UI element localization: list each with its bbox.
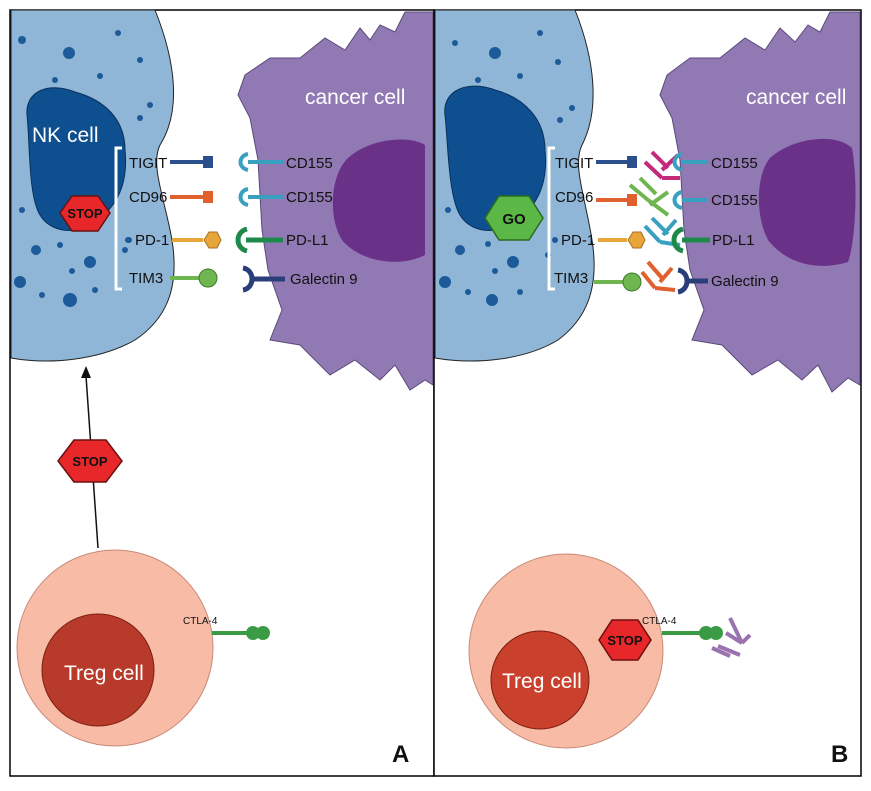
nk-cell-nucleus: [26, 87, 127, 231]
receptor-label-cd96-b: CD96: [555, 189, 593, 206]
ctla4-receptor-b: [662, 626, 723, 640]
ligand-label-cd155-1: CD155: [286, 155, 333, 172]
ctla4-label: CTLA-4: [183, 616, 218, 627]
panel-letter-b: B: [831, 741, 848, 768]
cd96-receptor: [170, 191, 213, 203]
receptor-label-tigit-b: TIGIT: [555, 155, 593, 172]
treg-cell-label: Treg cell: [64, 662, 144, 685]
granule-dot-b: [552, 237, 558, 243]
cancer-cell-label-b: cancer cell: [746, 86, 846, 109]
galectin9-ligand-b: [677, 267, 708, 295]
pd1-receptor: [172, 231, 222, 249]
cd96-receptor-b: [596, 194, 637, 206]
antibody-purple: [711, 617, 752, 658]
ligand-label-galectin9: Galectin 9: [290, 271, 358, 288]
nk-granules: [14, 30, 153, 307]
nk-stop-sign: STOP: [59, 195, 111, 232]
pdl1-ligand-b: [671, 226, 710, 254]
treg-cell-label-b: Treg cell: [502, 670, 582, 693]
granule-dot: [126, 237, 132, 243]
nk-cell-label: NK cell: [32, 124, 99, 147]
ctla4-receptor: [212, 626, 270, 640]
cd155-ligand-1-b: [672, 152, 708, 172]
ligand-label-galectin9-b: Galectin 9: [711, 273, 779, 290]
panel-b: cancer cell TIGIT CD96 PD-1 TIM3: [433, 9, 862, 777]
cd155-ligand-2-b: [672, 190, 708, 210]
receptor-label-tim3-b: TIM3: [554, 270, 588, 287]
treg-stop-sign-text-b: STOP: [607, 633, 642, 648]
arrow-stop-sign-text: STOP: [72, 454, 107, 469]
pdl1-ligand: [235, 226, 283, 254]
nk-go-sign: GO: [484, 195, 544, 241]
antibody-green: [628, 176, 670, 217]
cd155-ligand-2: [238, 187, 283, 207]
cancer-cell-nucleus: [332, 139, 425, 262]
pd1-receptor-b: [598, 231, 646, 249]
tigit-receptor: [170, 156, 213, 168]
cancer-cell-label: cancer cell: [305, 86, 405, 109]
panel-letter-a: A: [392, 741, 409, 768]
tim3-receptor-b: [594, 272, 642, 292]
ligand-label-pdl1-b: PD-L1: [712, 232, 755, 249]
receptor-bracket: [114, 146, 122, 291]
panel-a: NK cell cancer cell TIGIT CD96 PD-1 TIM3: [9, 9, 435, 777]
tim3-receptor: [170, 268, 218, 288]
nk-cell-nucleus-b: [444, 85, 547, 231]
ligand-label-cd155-2-b: CD155: [711, 192, 758, 209]
treg-cell-nucleus: [41, 613, 155, 727]
receptor-label-tigit: TIGIT: [129, 155, 167, 172]
receptor-label-tim3: TIM3: [129, 270, 163, 287]
arrow-stop-sign: STOP: [57, 439, 123, 483]
receptor-label-cd96: CD96: [129, 189, 167, 206]
receptor-label-pd1: PD-1: [135, 232, 169, 249]
nk-go-sign-text: GO: [502, 211, 526, 228]
nk-stop-sign-text: STOP: [67, 206, 102, 221]
ctla4-label-b: CTLA-4: [642, 616, 677, 627]
galectin9-ligand: [242, 265, 285, 293]
cancer-cell-nucleus-b: [758, 138, 856, 266]
receptor-label-pd1-b: PD-1: [561, 232, 595, 249]
treg-stop-sign-b: STOP: [598, 619, 652, 661]
treg-cell-nucleus-b: [490, 630, 590, 730]
ligand-label-pdl1: PD-L1: [286, 232, 329, 249]
receptor-bracket-b: [547, 146, 555, 291]
antibody-orange: [640, 260, 676, 292]
ligand-label-cd155-2: CD155: [286, 189, 333, 206]
cd155-ligand-1: [238, 152, 283, 172]
ligand-label-cd155-1-b: CD155: [711, 155, 758, 172]
tigit-receptor-b: [596, 156, 637, 168]
